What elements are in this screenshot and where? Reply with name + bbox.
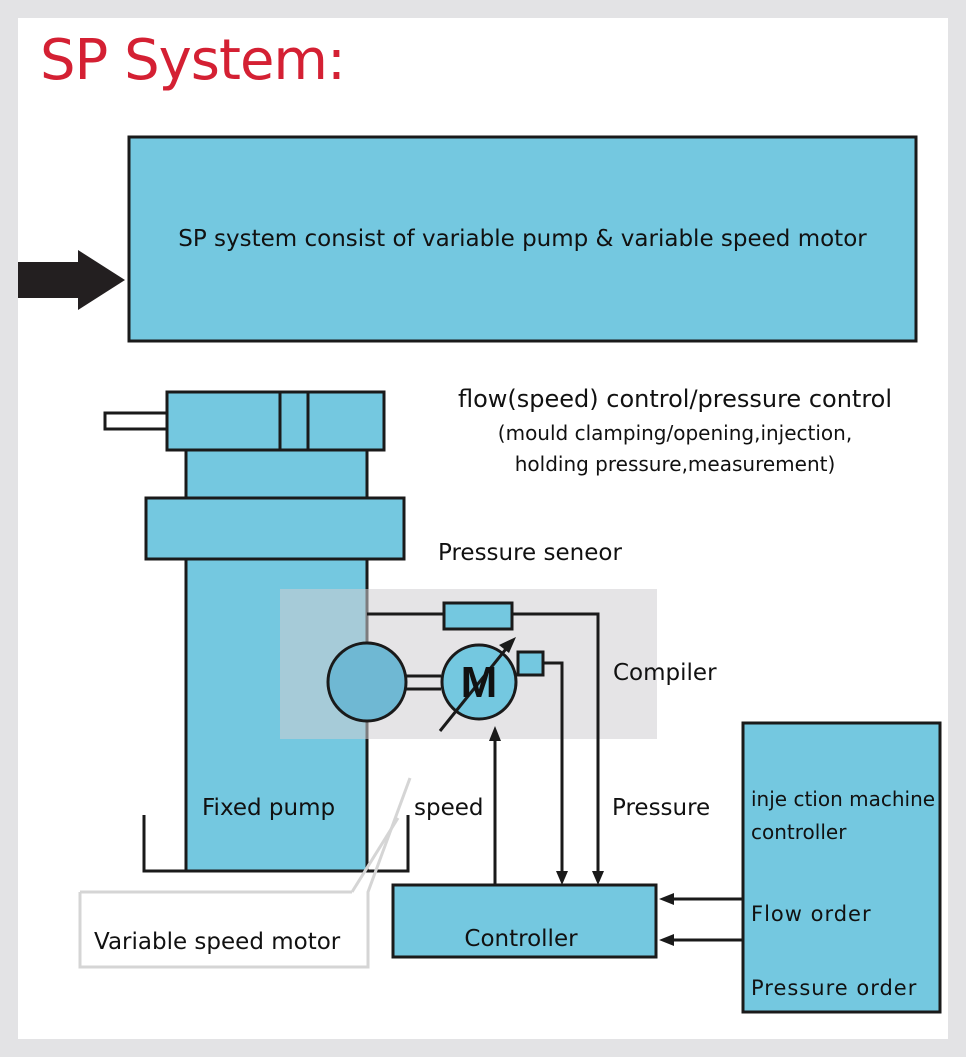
machine-controller-line-1: inje ction machine bbox=[751, 787, 936, 811]
description-box bbox=[127, 135, 918, 343]
page-title: SP System: bbox=[40, 28, 346, 93]
pressure-line-arrowhead bbox=[592, 871, 604, 885]
compiler-label: Compiler bbox=[613, 660, 717, 686]
pressure-label: Pressure bbox=[612, 795, 711, 821]
motor-symbol-label: M bbox=[460, 658, 498, 707]
pump-symbol bbox=[326, 641, 408, 723]
variable-motor-arrowhead bbox=[499, 637, 516, 653]
pressure-sensor-label: Pressure seneor bbox=[438, 540, 622, 566]
controller-label: Controller bbox=[464, 926, 578, 952]
variable-speed-motor-label: Variable speed motor bbox=[94, 929, 341, 955]
control-line-1: flow(speed) control/pressure control bbox=[457, 385, 893, 413]
flow-order-arrowhead bbox=[659, 893, 674, 905]
encoder-line bbox=[543, 661, 564, 880]
variable-motor-arrow bbox=[438, 643, 512, 732]
encoder bbox=[516, 650, 545, 677]
fixed-pump-label: Fixed pump bbox=[202, 795, 336, 821]
controller-box bbox=[391, 883, 658, 959]
pointer-arrow bbox=[18, 250, 125, 310]
variable-motor-callout-diagonal bbox=[350, 817, 400, 893]
flow-order-label: Flow order bbox=[751, 902, 872, 926]
speed-line-arrowhead bbox=[489, 726, 501, 741]
pressure-order-arrowhead bbox=[659, 934, 674, 946]
encoder-line-arrowhead bbox=[556, 871, 568, 885]
cylinder-head bbox=[165, 390, 386, 452]
machine-controller-line-2: controller bbox=[751, 820, 847, 844]
speed-label: speed bbox=[414, 795, 484, 821]
variable-motor-callout bbox=[78, 777, 412, 969]
pressure-sensor bbox=[442, 601, 514, 631]
cylinder-neck bbox=[184, 448, 369, 500]
control-line-3: holding pressure,measurement) bbox=[514, 452, 836, 476]
oil-tank bbox=[142, 815, 410, 873]
machine-controller-box bbox=[741, 721, 942, 1014]
pressure-order-label: Pressure order bbox=[751, 976, 918, 1000]
cylinder-flange bbox=[144, 496, 406, 561]
description-text: SP system consist of variable pump & var… bbox=[178, 226, 867, 252]
control-line-2: (mould clamping/opening,injection, bbox=[497, 421, 853, 445]
